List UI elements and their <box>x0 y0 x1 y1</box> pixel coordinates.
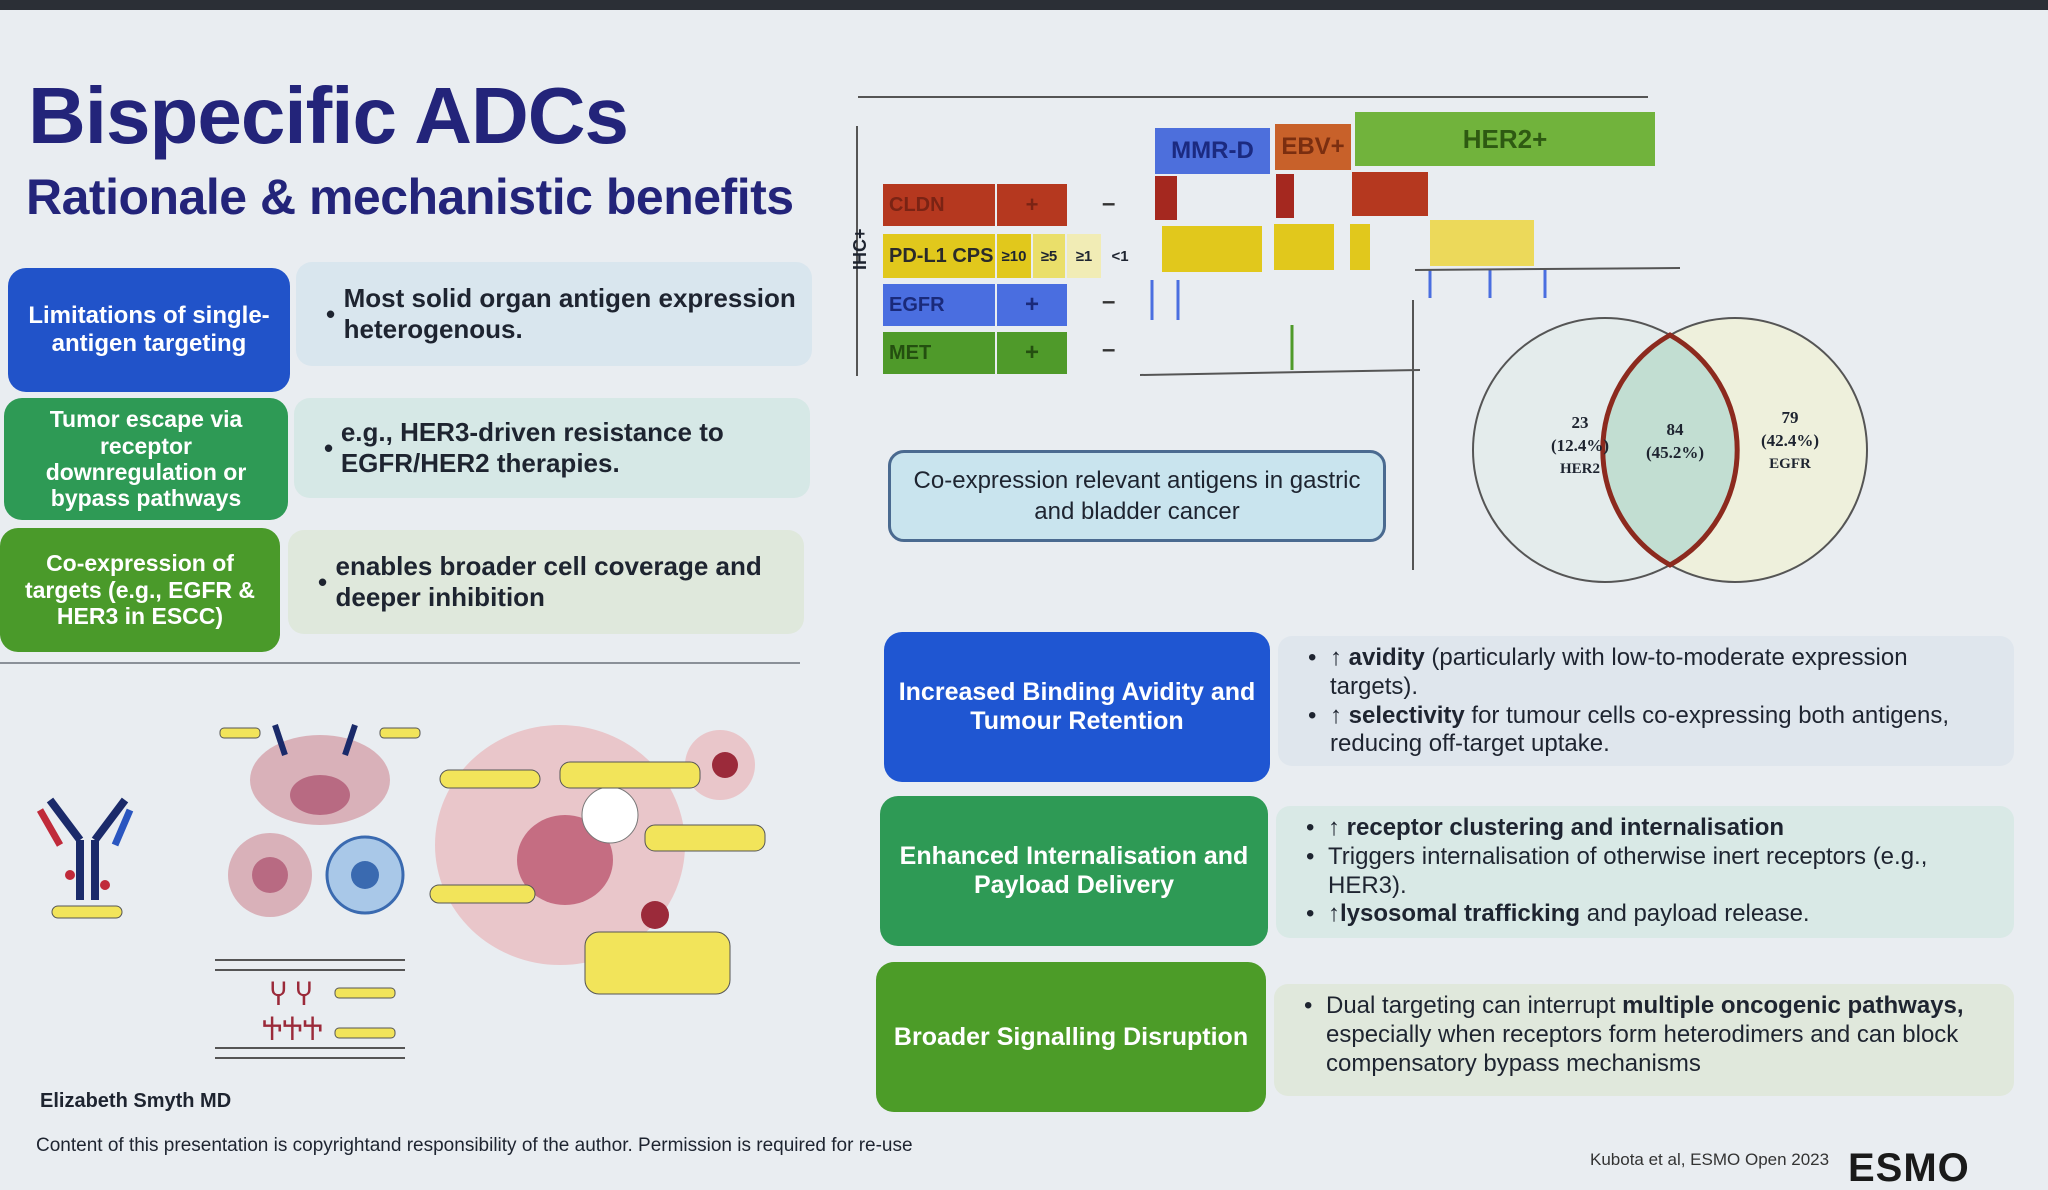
top-bar <box>0 0 2048 10</box>
signalling-line-1: Dual targeting can interrupt multiple on… <box>1304 992 1986 1078</box>
cps-level-10: ≥10 <box>997 234 1031 278</box>
gene-cldn: CLDN <box>883 184 995 226</box>
venn-right-label: EGFR <box>1769 456 1811 472</box>
label-avidity: Increased Binding Avidity and Tumour Ret… <box>884 632 1270 782</box>
venn-left-pct: (12.4%) <box>1550 436 1610 455</box>
panel-internalisation: ↑ receptor clustering and internalisatio… <box>1276 806 2014 938</box>
label-coexpression: Co-expression of targets (e.g., EGFR & H… <box>0 528 280 652</box>
cps-level-5: ≥5 <box>1033 234 1065 278</box>
internalisation-line-1: ↑ receptor clustering and internalisatio… <box>1306 814 1986 843</box>
slide-subtitle: Rationale & mechanistic benefits <box>26 169 794 225</box>
signalling-pre: Dual targeting can interrupt <box>1326 992 1623 1019</box>
author-name: Elizabeth Smyth MD <box>40 1090 232 1112</box>
heatmap-cells <box>1140 172 1680 376</box>
panel-limitations: •Most solid organ antigen expression het… <box>296 262 812 366</box>
avidity-line-2: ↑ selectivity for tumour cells co-expres… <box>1308 702 1986 760</box>
bispecific-antibody-icon <box>36 797 134 919</box>
receptor-clustering-icon: Ⴤ Ⴤ ႵႵႵ <box>215 959 405 1059</box>
met-minus: – <box>1102 336 1116 363</box>
avidity-bold: ↑ avidity <box>1330 644 1425 671</box>
clustering-bold: ↑ receptor clustering and internalisatio… <box>1328 814 1785 841</box>
signalling-rest: especially when receptors form heterodim… <box>1326 1020 1959 1077</box>
egfr-minus: – <box>1102 288 1116 315</box>
label-tumor-escape: Tumor escape via receptor downregulation… <box>4 398 288 520</box>
triggers-text: Triggers internalisation of otherwise in… <box>1328 842 1928 899</box>
header-her2: HER2+ <box>1355 112 1655 166</box>
cldn-value: + <box>997 184 1067 226</box>
cps-level-lt1: <1 <box>1103 234 1137 278</box>
cell-pair-icon <box>228 833 405 917</box>
header-mmrd: MMR-D <box>1155 128 1270 174</box>
avidity-line-1: ↑ avidity (particularly with low-to-mode… <box>1308 644 1986 702</box>
venn-frame <box>1412 300 1414 570</box>
venn-right-count: 79 <box>1781 408 1799 427</box>
venn-right-pct: (42.4%) <box>1760 431 1820 450</box>
egfr-value: + <box>997 284 1067 326</box>
svg-text:Ⴤ Ⴤ: Ⴤ Ⴤ <box>270 979 312 1012</box>
limitations-text: Most solid organ antigen expression hete… <box>343 283 796 344</box>
panel-coexpression: •enables broader cell coverage and deepe… <box>288 530 804 634</box>
met-value: + <box>997 332 1067 374</box>
lysosomal-rest: and payload release. <box>1580 900 1810 928</box>
internalisation-line-3: ↑lysosomal trafficking and payload relea… <box>1306 900 1986 929</box>
venn-left-count: 23 <box>1571 413 1589 432</box>
coexpression-caption: Co-expression relevant antigens in gastr… <box>888 450 1386 542</box>
tumour-cell-icon <box>429 725 766 995</box>
selectivity-rest: for tumour cells co-expressing both anti… <box>1330 701 1949 758</box>
panel-tumor-escape: •e.g., HER3-driven resistance to EGFR/HE… <box>294 398 810 498</box>
ihc-side-label: IHC+ <box>850 228 870 270</box>
avidity-rest: (particularly with low-to-moderate expre… <box>1330 644 1908 700</box>
header-ebv: EBV+ <box>1275 124 1351 170</box>
citation: Kubota et al, ESMO Open 2023 <box>1590 1150 1830 1169</box>
venn-left-label: HER2 <box>1559 461 1600 477</box>
signalling-bold: multiple oncogenic pathways, <box>1622 992 1964 1019</box>
gene-met: MET <box>883 332 995 374</box>
selectivity-bold: ↑ selectivity <box>1330 701 1465 729</box>
gene-egfr: EGFR <box>883 284 995 326</box>
mechanism-illustration: Ⴤ Ⴤ ႵႵႵ <box>36 724 766 1059</box>
gene-pdl1: PD-L1 CPS <box>883 234 995 278</box>
lysosomal-bold: ↑lysosomal trafficking <box>1328 900 1581 928</box>
cps-level-1: ≥1 <box>1067 234 1101 278</box>
tumor-escape-text: e.g., HER3-driven resistance to EGFR/HER… <box>340 417 724 478</box>
slide-title: Bispecific ADCs <box>28 71 629 160</box>
internalisation-line-2: Triggers internalisation of otherwise in… <box>1306 843 1986 901</box>
label-signalling: Broader Signalling Disruption <box>876 962 1266 1112</box>
heatmap-frame-top <box>858 96 1648 98</box>
coexpression-text: enables broader cell coverage and deeper… <box>335 551 762 612</box>
heatmap-frame-left <box>856 126 858 376</box>
svg-text:ႵႵႵ: ႵႵႵ <box>262 1014 323 1047</box>
venn-center-count: 84 <box>1666 420 1684 439</box>
venn-diagram <box>1472 317 1868 583</box>
label-internalisation: Enhanced Internalisation and Payload Del… <box>880 796 1268 946</box>
copyright-notice: Content of this presentation is copyrigh… <box>36 1135 913 1156</box>
esmo-logo: ESMO <box>1848 1146 1970 1190</box>
cell-top-icon <box>219 724 421 825</box>
cldn-minus: – <box>1102 190 1116 217</box>
label-limitations: Limitations of single-antigen targeting <box>8 268 290 392</box>
panel-signalling: Dual targeting can interrupt multiple on… <box>1274 984 2014 1096</box>
panel-avidity: ↑ avidity (particularly with low-to-mode… <box>1278 636 2014 766</box>
venn-center-pct: (45.2%) <box>1645 443 1705 462</box>
divider-line <box>0 662 800 664</box>
